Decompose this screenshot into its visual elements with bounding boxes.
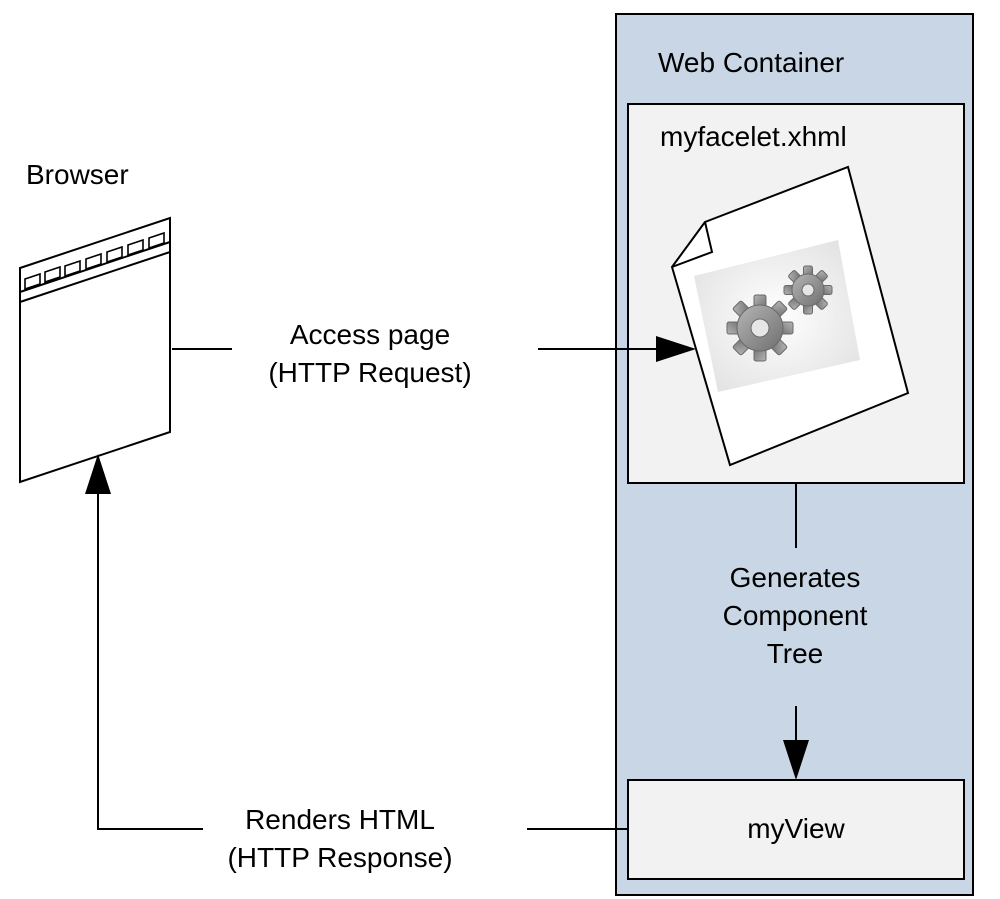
request-label-line1: Access page bbox=[289, 319, 451, 350]
response-label-line1: Renders HTML bbox=[245, 804, 435, 835]
gears-icon bbox=[726, 265, 833, 362]
generates-arrow bbox=[783, 484, 809, 780]
response-arrow bbox=[85, 454, 628, 830]
facelet-label: myfacelet.xhml bbox=[660, 121, 847, 152]
request-arrow bbox=[172, 336, 696, 362]
web-container-label: Web Container bbox=[658, 47, 845, 78]
response-arrowhead bbox=[85, 454, 111, 494]
generates-label-line3: Tree bbox=[766, 638, 824, 669]
browser-icon bbox=[19, 216, 171, 484]
request-label: Access page (HTTP Request) bbox=[225, 316, 515, 392]
request-label-line2: (HTTP Request) bbox=[268, 357, 472, 388]
generates-arrowhead bbox=[783, 740, 809, 780]
view-label: myView bbox=[747, 813, 845, 844]
request-arrowhead bbox=[656, 336, 696, 362]
generates-label: Generates Component Tree bbox=[660, 559, 930, 673]
response-label: Renders HTML (HTTP Response) bbox=[195, 801, 485, 877]
generates-label-line1: Generates bbox=[729, 562, 861, 593]
browser-label: Browser bbox=[26, 159, 129, 190]
response-label-line2: (HTTP Response) bbox=[227, 842, 453, 873]
generates-label-line2: Component bbox=[722, 600, 868, 631]
